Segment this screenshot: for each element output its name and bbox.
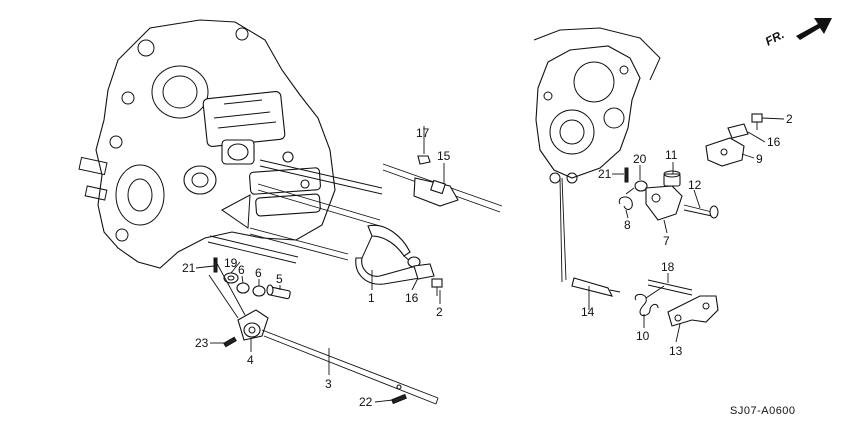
callout-13: 13	[669, 344, 683, 358]
part-6-collar-b	[252, 285, 266, 297]
callout-labels: 1 2 2 3 4 5 6 6 7 8 9 10 11 12 13 14 15 …	[182, 112, 793, 409]
part-6-collar-a	[236, 282, 250, 294]
part-2-bolt-right	[751, 113, 763, 130]
callout-10: 10	[636, 329, 650, 343]
part-9-bracket	[705, 137, 745, 167]
callout-3: 3	[325, 377, 332, 391]
part-22-spring-pin	[391, 393, 407, 405]
part-7-lever	[645, 185, 683, 221]
part-16-clip-middle	[413, 263, 435, 280]
part-21-spring-pin-right	[624, 167, 629, 183]
callout-9: 9	[756, 152, 763, 166]
callout-20: 20	[633, 152, 647, 166]
callout-11: 11	[665, 148, 678, 162]
callout-5: 5	[276, 272, 283, 286]
front-arrow-icon	[796, 18, 832, 40]
direction-label: FR.	[763, 27, 787, 48]
part-19-washer	[223, 272, 239, 284]
callout-16-right: 16	[767, 135, 781, 149]
callout-6-a: 6	[238, 263, 245, 277]
part-8-spring	[618, 187, 635, 210]
transmission-housing-left	[78, 19, 383, 269]
transmission-case-right	[533, 27, 661, 184]
callout-18: 18	[661, 260, 675, 274]
callout-7: 7	[663, 234, 670, 248]
part-10-spring	[634, 285, 665, 317]
part-18-pin	[647, 279, 693, 296]
callout-4: 4	[247, 353, 254, 367]
callout-2-middle: 2	[436, 305, 443, 319]
part-11-collar	[663, 170, 681, 187]
callout-12: 12	[688, 178, 702, 192]
part-5-bolt	[266, 284, 291, 300]
part-16-clip-right	[727, 123, 749, 139]
diagram-code: SJ07-A0600	[730, 405, 796, 417]
part-17-nut	[417, 155, 431, 165]
callout-19: 19	[224, 256, 238, 270]
callout-1: 1	[368, 291, 375, 305]
callout-23: 23	[195, 336, 209, 350]
part-4-shift-arm	[237, 309, 269, 341]
callout-22: 22	[359, 395, 373, 409]
part-12-bolt	[683, 204, 719, 219]
callout-21-left: 21	[182, 261, 196, 275]
callout-8: 8	[624, 218, 631, 232]
leader-lines	[195, 117, 785, 403]
callout-14: 14	[581, 305, 595, 319]
callout-6-b: 6	[255, 266, 262, 280]
part-20-washer	[634, 180, 648, 192]
part-21-spring-pin-left	[213, 257, 218, 273]
part-23-spring-pin	[223, 336, 237, 348]
part-13-lever	[667, 295, 719, 327]
callout-15: 15	[437, 149, 451, 163]
callout-2-right: 2	[786, 112, 793, 126]
part-2-bolt-middle	[431, 278, 443, 296]
callout-21-right: 21	[598, 167, 612, 181]
front-direction-indicator: FR.	[763, 18, 832, 49]
callout-17: 17	[416, 126, 430, 140]
part-15-shift-rod	[382, 163, 503, 213]
part-14-rod	[561, 177, 621, 297]
callout-16-middle: 16	[405, 291, 419, 305]
part-3-shift-rod	[261, 329, 439, 405]
part-1-shift-fork	[355, 224, 421, 285]
